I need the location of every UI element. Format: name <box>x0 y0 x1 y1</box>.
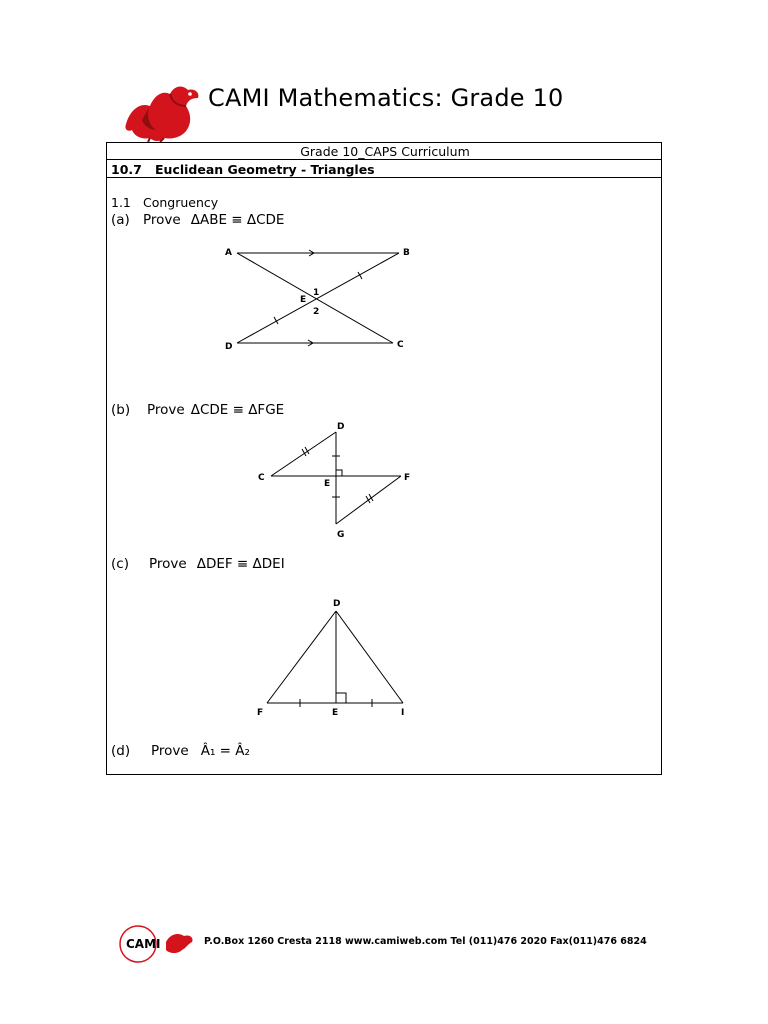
prove-word: Prove <box>143 212 181 228</box>
figure-c-isosceles-triangle: D F E I <box>257 599 404 718</box>
question-label: (a) <box>111 212 130 228</box>
curriculum-heading: Grade 10_CAPS Curriculum <box>300 144 470 159</box>
angle-label-2: 2 <box>313 307 319 317</box>
question-label: (c) <box>111 556 129 572</box>
question-statement: ΔABE ≡ ΔCDE <box>190 212 285 228</box>
vertex-label-d: D <box>337 422 344 432</box>
vertex-label-f: F <box>404 473 410 483</box>
question-label: (b) <box>111 402 131 418</box>
prove-word: Prove <box>149 556 187 572</box>
figure-a-crossing-triangles: A B D C E 1 2 <box>225 248 410 352</box>
page-title: CAMI Mathematics: Grade 10 <box>208 84 564 112</box>
section-heading: 10.7 Euclidean Geometry - Triangles <box>111 162 375 177</box>
vertex-label-b: B <box>403 248 410 258</box>
vertex-label-c: C <box>397 340 404 350</box>
vertex-label-e: E <box>324 479 330 489</box>
question-d: (d) Prove Â₁ = Â₂ <box>111 743 250 759</box>
topic-heading: 1.1 Congruency <box>111 195 218 210</box>
prove-word: Prove <box>147 402 185 418</box>
table-divider <box>107 159 661 160</box>
question-statement: ΔDEF ≡ ΔDEI <box>196 556 285 572</box>
angle-label-1: 1 <box>313 288 319 298</box>
topic-number: 1.1 <box>111 195 131 210</box>
question-b: (b) Prove ΔCDE ≡ ΔFGE <box>111 402 284 418</box>
figure-b-bowtie-triangles: C D E F G <box>258 422 410 540</box>
prove-word: Prove <box>151 743 189 759</box>
cami-footer-logo: CAMI <box>119 925 193 963</box>
question-c: (c) Prove ΔDEF ≡ ΔDEI <box>111 556 285 572</box>
table-divider <box>107 177 661 178</box>
topic-title: Congruency <box>143 195 219 210</box>
vertex-label-e: E <box>300 295 306 305</box>
vertex-label-i: I <box>401 708 404 718</box>
vertex-label-g: G <box>337 530 344 540</box>
worksheet-table: Grade 10_CAPS Curriculum 10.7 Euclidean G… <box>106 142 662 775</box>
footer-logo-text: CAMI <box>126 937 161 951</box>
footer-contact: P.O.Box 1260 Cresta 2118 www.camiweb.com… <box>204 936 647 947</box>
vertex-label-d: D <box>333 599 340 609</box>
question-a: (a) Prove ΔABE ≡ ΔCDE <box>111 212 284 228</box>
question-statement: Â₁ = Â₂ <box>200 743 250 759</box>
section-title: Euclidean Geometry - Triangles <box>155 162 375 177</box>
vertex-label-a: A <box>225 248 232 258</box>
question-label: (d) <box>111 743 131 759</box>
section-number: 10.7 <box>111 162 142 177</box>
vertex-label-e: E <box>332 708 338 718</box>
vertex-label-f: F <box>257 708 263 718</box>
vertex-label-d: D <box>225 342 232 352</box>
vertex-label-c: C <box>258 473 265 483</box>
cami-dragon-logo <box>125 86 199 142</box>
question-statement: ΔCDE ≡ ΔFGE <box>190 402 285 418</box>
